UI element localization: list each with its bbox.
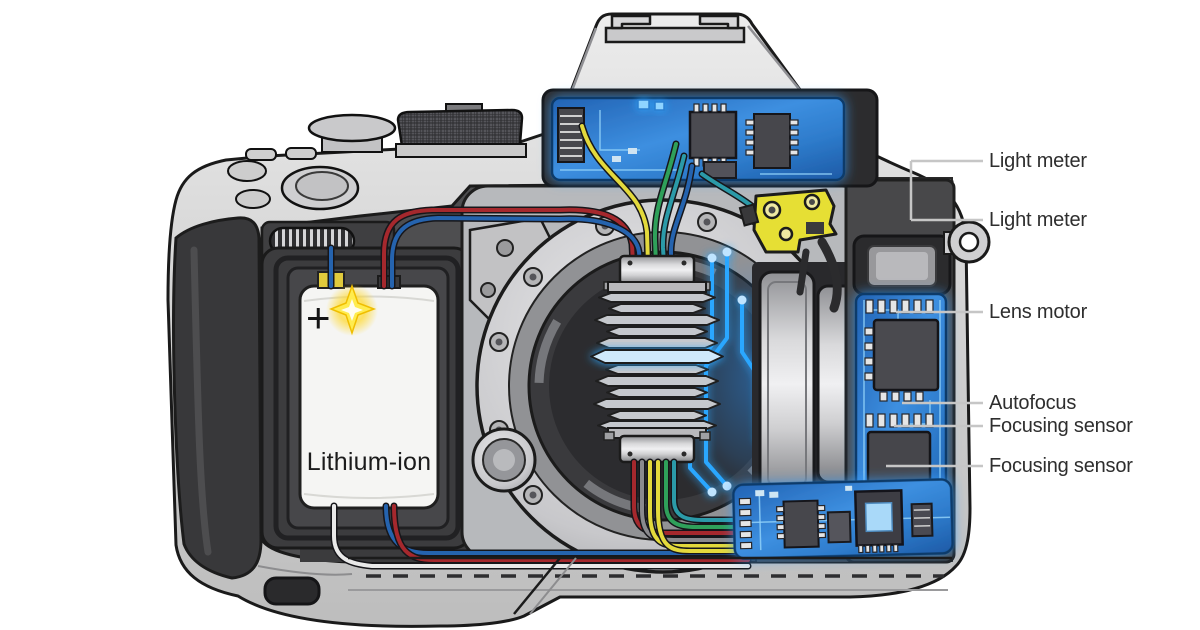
- top-controls: [227, 103, 527, 264]
- focusing-sensor-pins: [865, 413, 934, 428]
- bottom-circuit-board: [732, 478, 954, 560]
- top-board-chip-dip-left: [557, 107, 585, 163]
- top-button-left: [245, 148, 277, 161]
- top-circuit-board: [541, 88, 879, 188]
- callout-autofocus: Autofocus: [989, 392, 1077, 414]
- mode-dial: [395, 103, 527, 158]
- lens-assembly: [590, 254, 724, 464]
- function-button-1: [227, 160, 267, 182]
- lens-elements: [593, 292, 721, 431]
- rear-dial: [280, 165, 360, 211]
- port-cover: [263, 576, 321, 606]
- battery-plus-sign: +: [306, 294, 331, 341]
- status-leds: [637, 99, 665, 111]
- wires-top: [327, 122, 758, 290]
- callout-focusing-sensor-1: Focusing sensor: [989, 415, 1133, 437]
- top-board-chip-dip-right: [745, 113, 799, 169]
- shutter-button: [307, 113, 397, 153]
- autofocus-chip: [864, 318, 940, 402]
- flash-mechanism: [738, 188, 842, 313]
- callout-light-meter-1: Light meter: [989, 150, 1087, 172]
- callout-light-meter-2: Light meter: [989, 209, 1087, 231]
- hand-grip: [172, 216, 263, 580]
- viewfinder-eyepiece: [852, 234, 952, 296]
- bottom-board-processor: [853, 489, 904, 554]
- focus-lens-element: [590, 349, 724, 364]
- lens-release-knob: [471, 427, 537, 493]
- top-button-right: [285, 147, 317, 160]
- battery-label: Lithium-ion: [306, 448, 432, 476]
- bottom-plate: [257, 556, 952, 615]
- lens-motor-pins: [865, 299, 934, 314]
- spark-glow: [326, 283, 378, 336]
- wires-bottom: [330, 458, 752, 570]
- leader-lines: [886, 159, 983, 468]
- function-button-2: [235, 189, 271, 209]
- hot-shoe: [604, 14, 746, 44]
- top-board-chip-qfp: [688, 103, 738, 167]
- strap-lug: [943, 220, 991, 264]
- callout-lens-motor: Lens motor: [989, 301, 1088, 323]
- callout-focusing-sensor-2: Focusing sensor: [989, 455, 1133, 477]
- bottom-board-soic-chip: [776, 499, 827, 549]
